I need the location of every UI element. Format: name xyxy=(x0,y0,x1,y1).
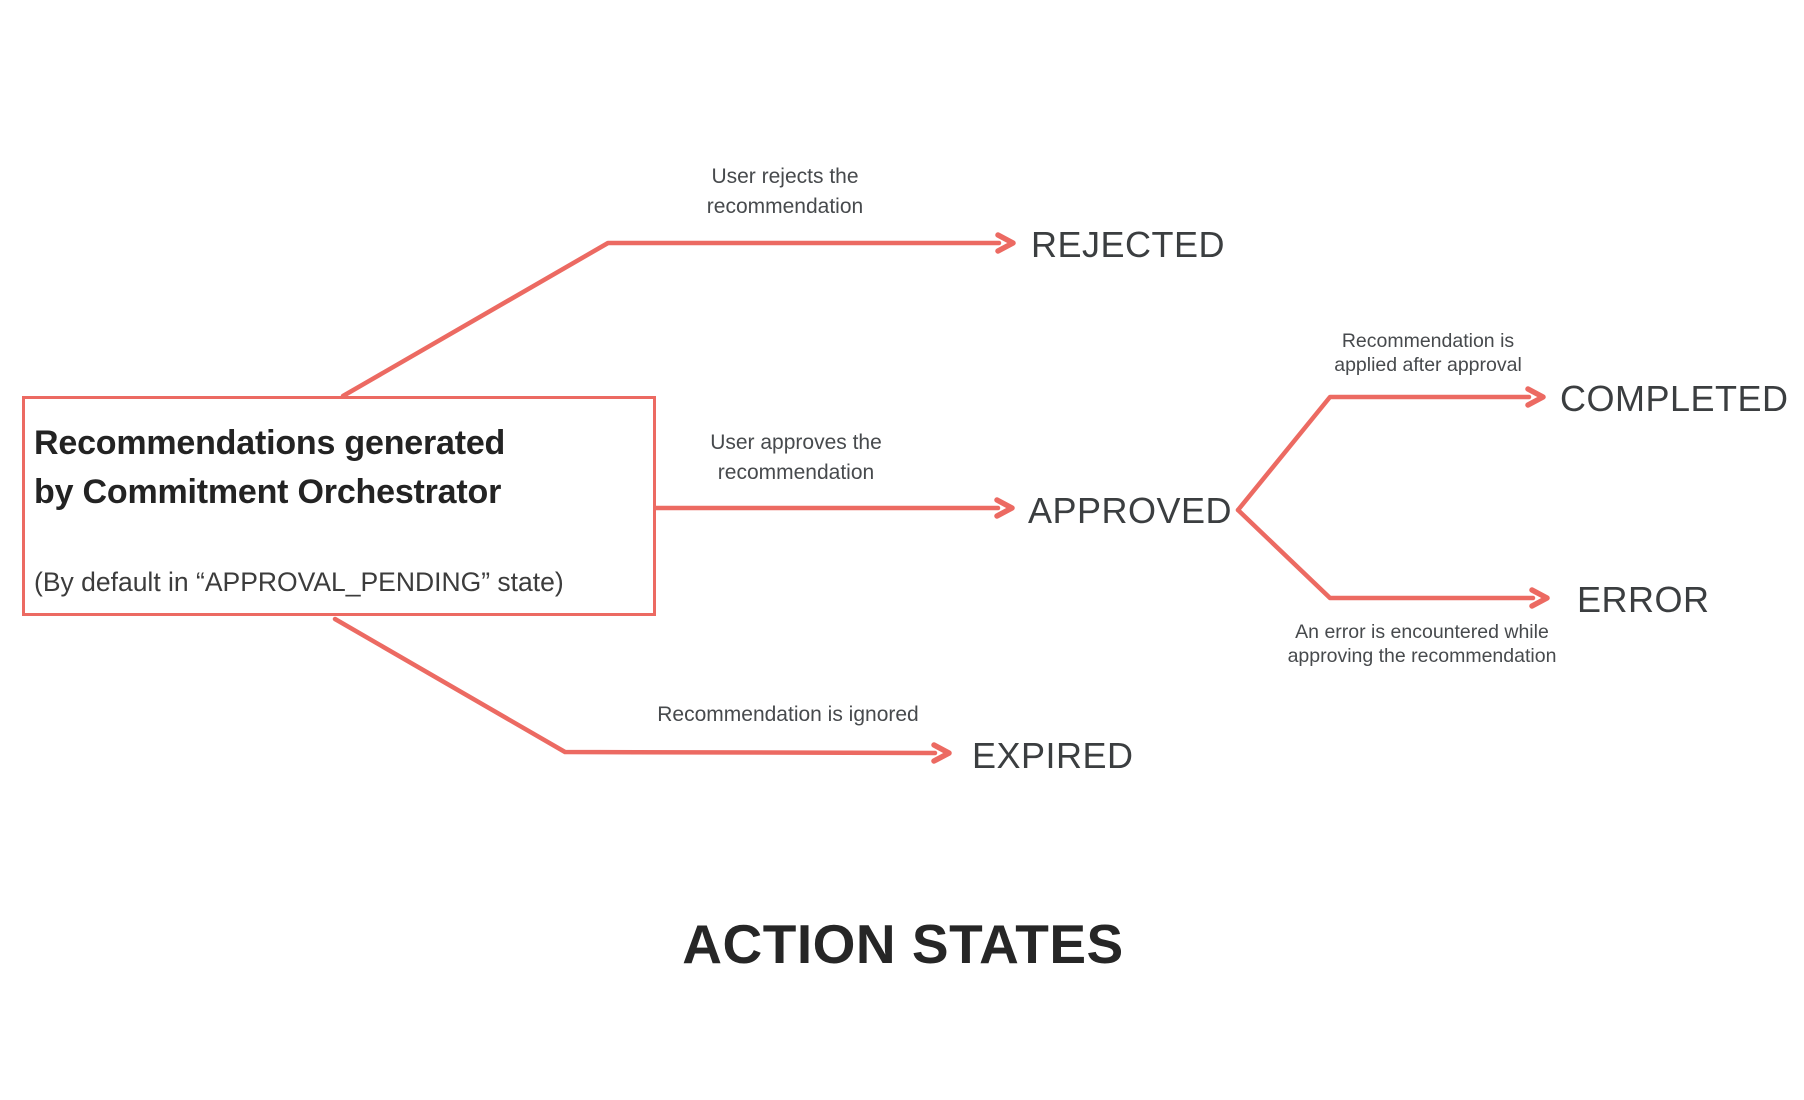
edge-error-line xyxy=(1235,507,1550,609)
edge-label-approved: User approves the recommendation xyxy=(710,431,882,484)
edge-label-completed: Recommendation is applied after approval xyxy=(1334,330,1522,376)
edge-label-expired: Recommendation is ignored xyxy=(657,703,919,726)
state-completed: COMPLETED xyxy=(1560,378,1789,419)
state-error: ERROR xyxy=(1577,579,1710,620)
edge-completed-line xyxy=(1235,386,1546,513)
source-box-subtitle: (By default in “APPROVAL_PENDING” state) xyxy=(34,567,564,597)
edge-label-rejected: User rejects the recommendation xyxy=(706,165,864,218)
state-expired: EXPIRED xyxy=(972,735,1134,776)
edge-rejected-line xyxy=(340,232,1016,399)
diagram-title: ACTION STATES xyxy=(682,913,1124,975)
source-box: Recommendations generated by Commitment … xyxy=(22,396,656,616)
source-box-title: Recommendations generated by Commitment … xyxy=(34,424,506,511)
edge-label-error: An error is encountered while approving … xyxy=(1287,621,1557,667)
state-rejected: REJECTED xyxy=(1031,224,1226,265)
edge-expired-line xyxy=(332,616,952,764)
state-approved: APPROVED xyxy=(1028,490,1233,531)
